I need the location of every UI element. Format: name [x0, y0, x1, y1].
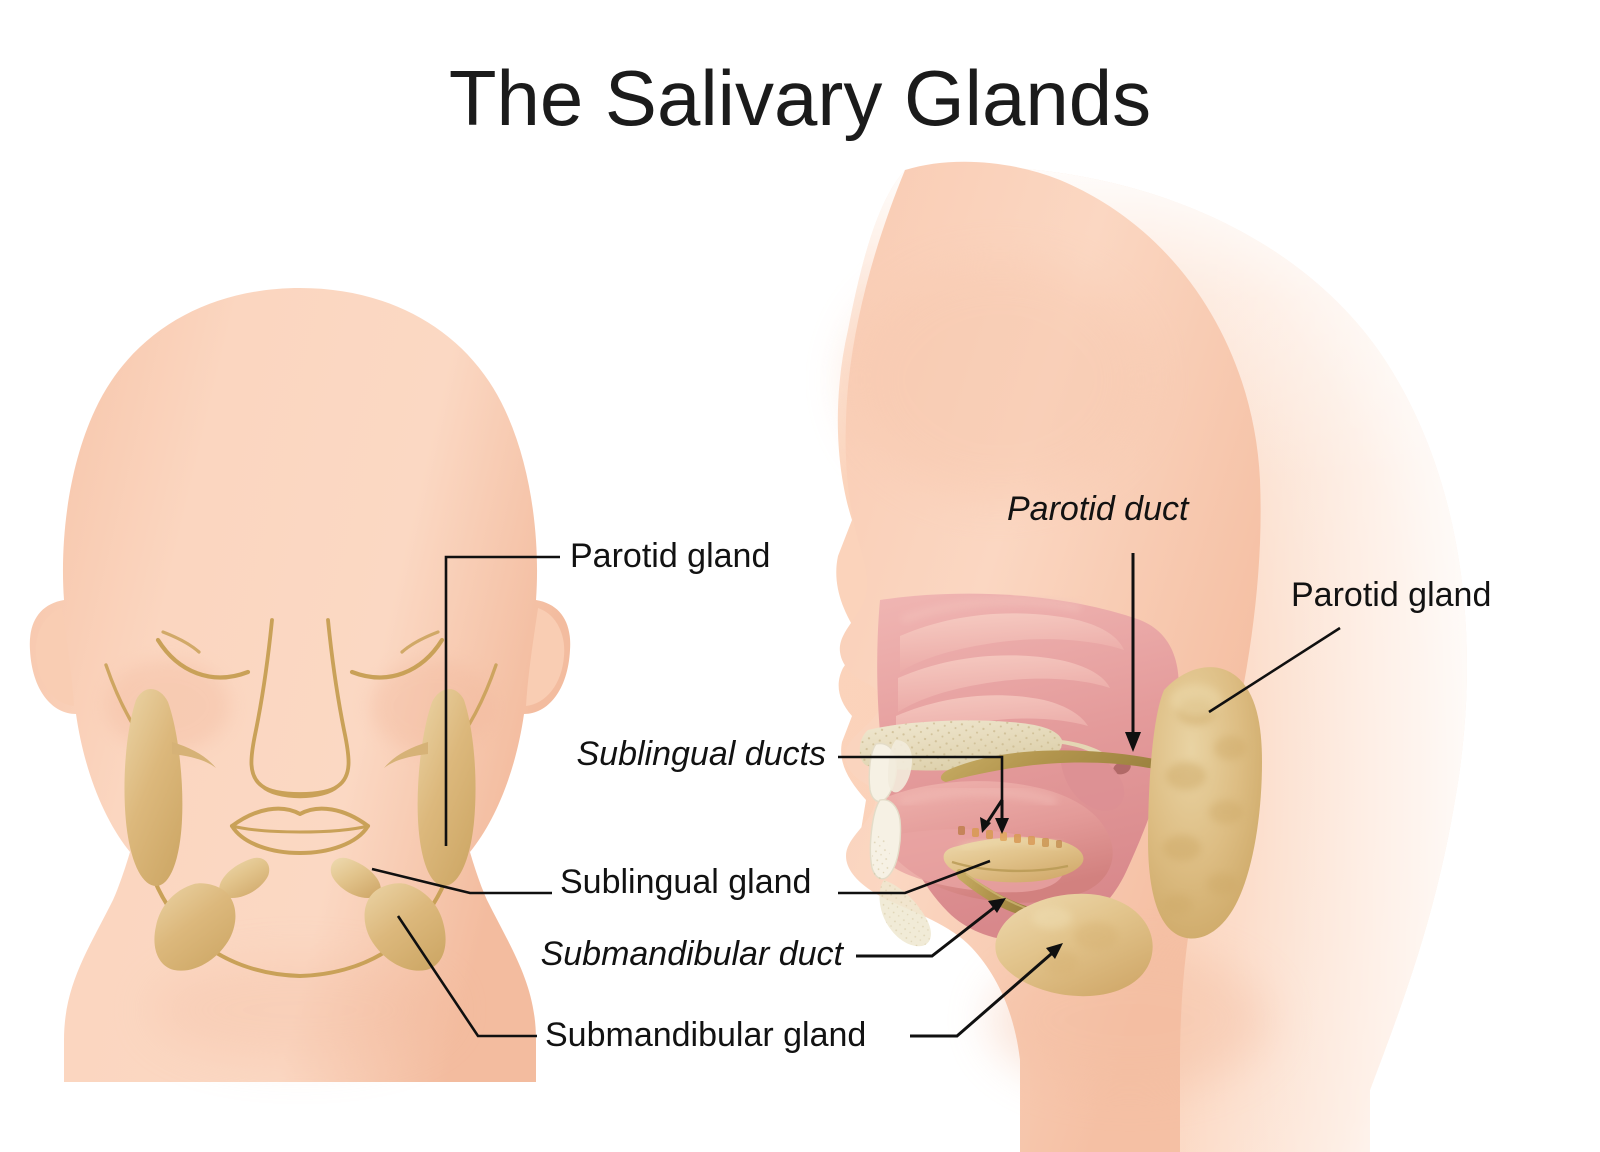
tongue-highlight: [898, 787, 1058, 807]
arrowhead-sublingual-duct-b: [995, 818, 1009, 834]
sublingual-gland-right: [330, 857, 381, 898]
lower-teeth: [869, 799, 902, 882]
temple-line-right: [400, 630, 440, 654]
arrowhead-parotid-duct: [1125, 732, 1141, 752]
label-group: Parotid gland Sublingual ducts Sublingua…: [541, 490, 1492, 1054]
neck-shadow: [150, 958, 450, 1062]
leader-parotid-gland-sagittal: [1208, 626, 1341, 714]
leader-lines: [371, 553, 1341, 1038]
eye-right: [349, 637, 445, 680]
eye-left: [155, 637, 251, 680]
arrowhead-submandibular-gland: [1046, 943, 1063, 959]
frontal-head-diagram: [29, 288, 571, 1082]
lower-lip: [230, 824, 370, 855]
submandibular-duct-shine: [965, 873, 1029, 910]
nasal-turbinates: [896, 598, 1124, 750]
mouth-line: [230, 824, 370, 834]
parotid-gland: [1148, 667, 1262, 939]
leader-submandibular-gland-sagittal: [910, 946, 1059, 1038]
arrowhead-sublingual-duct-a: [980, 817, 991, 833]
page-title: The Salivary Glands: [449, 54, 1151, 142]
forehead-shading: [850, 260, 1150, 500]
leader-sublingual-gland-sagittal: [838, 859, 991, 895]
mandible-stipple: [879, 880, 931, 947]
nose-base: [260, 784, 340, 799]
leader-submandibular-duct: [856, 901, 1001, 958]
ear-left: [35, 608, 74, 706]
sublingual-duct-openings: [958, 826, 1062, 848]
label-parotid-duct: Parotid duct: [1007, 490, 1190, 528]
parotid-duct-tail-right: [384, 742, 428, 768]
parotid-duct-tail-left: [172, 742, 216, 768]
label-parotid-gland-right: Parotid gland: [1291, 576, 1491, 614]
arrowhead-submandibular-duct: [988, 898, 1006, 913]
leader-submandibular-gland-frontal: [396, 915, 537, 1038]
leader-sublingual-ducts: [838, 755, 1004, 800]
leader-sublingual-gland-frontal: [371, 867, 552, 895]
ear-right: [526, 608, 565, 706]
sagittal-head-diagram: [836, 161, 1467, 1152]
label-submandibular-duct: Submandibular duct: [541, 935, 845, 973]
label-submandibular-gland: Submandibular gland: [545, 1016, 866, 1054]
parotid-duct: [940, 750, 1160, 782]
leader-parotid-gland-left: [444, 555, 560, 846]
upper-lip: [230, 806, 370, 828]
sublingual-gland: [943, 837, 1084, 883]
label-sublingual-gland: Sublingual gland: [560, 863, 811, 901]
eustachian-opening: [1113, 761, 1131, 775]
submandibular-gland-left: [154, 883, 236, 971]
temple-line-left: [161, 630, 201, 654]
sublingual-gland-left: [219, 857, 270, 898]
parotid-gland-left: [124, 688, 183, 886]
label-sublingual-ducts: Sublingual ducts: [576, 735, 826, 773]
submandibular-gland: [995, 893, 1153, 997]
label-parotid-gland-left: Parotid gland: [570, 537, 770, 575]
nose: [249, 618, 351, 796]
